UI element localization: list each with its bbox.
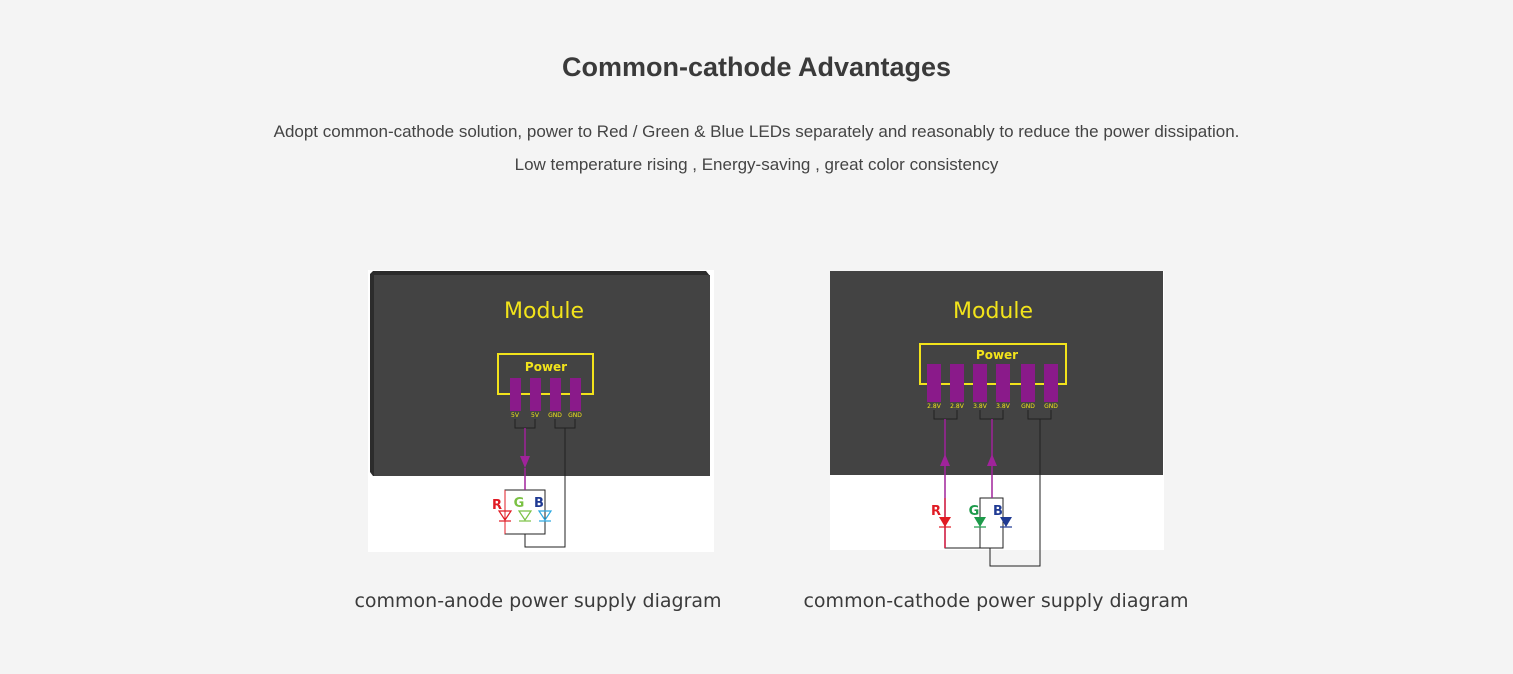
cathode-led-label-r: R bbox=[931, 504, 941, 519]
common-anode-diagram: Module Power 5V 5V GND GND R G B bbox=[366, 268, 716, 554]
cathode-red-led-icon bbox=[939, 517, 951, 527]
anode-pin-2 bbox=[530, 378, 541, 411]
common-cathode-caption: common-cathode power supply diagram bbox=[803, 590, 1189, 612]
anode-pin-4 bbox=[570, 378, 581, 411]
common-cathode-svg: Module Power 2.8V 2.8V 3.8V 3.8V GND GND bbox=[830, 271, 1164, 567]
anode-led-label-g: G bbox=[514, 496, 525, 511]
cathode-pin-label-6: GND bbox=[1044, 403, 1058, 410]
anode-led-label-b: B bbox=[534, 496, 544, 511]
cathode-green-led-icon bbox=[974, 517, 986, 527]
cathode-pin-1 bbox=[927, 364, 941, 402]
anode-pin-label-1: 5V bbox=[511, 412, 520, 419]
anode-blue-led-icon bbox=[537, 510, 553, 522]
cathode-pin-6 bbox=[1044, 364, 1058, 402]
anode-power-box bbox=[497, 353, 594, 395]
cathode-pin-3 bbox=[973, 364, 987, 402]
common-anode-svg: Module Power 5V 5V GND GND R G B bbox=[368, 270, 714, 552]
anode-power-label: Power bbox=[525, 360, 567, 374]
cathode-gb-arrow-head bbox=[987, 454, 997, 466]
anode-pin-3 bbox=[550, 378, 561, 411]
cathode-pin-label-5: GND bbox=[1021, 403, 1035, 410]
cathode-led-label-b: B bbox=[993, 504, 1003, 519]
anode-pin-label-2: 5V bbox=[531, 412, 540, 419]
cathode-led-label-g: G bbox=[969, 504, 980, 519]
anode-green-led-icon bbox=[517, 510, 533, 522]
anode-pin-1 bbox=[510, 378, 521, 411]
cathode-pin-4 bbox=[996, 364, 1010, 402]
cathode-red-arrow-head bbox=[940, 454, 950, 466]
cathode-module-label: Module bbox=[953, 299, 1033, 324]
cathode-power-box bbox=[919, 343, 1067, 385]
anode-red-led-icon bbox=[497, 510, 513, 522]
cathode-pin-5 bbox=[1021, 364, 1035, 402]
common-cathode-diagram: Module Power 2.8V 2.8V 3.8V 3.8V GND GND bbox=[828, 268, 1166, 570]
anode-module-label: Module bbox=[504, 299, 584, 324]
cathode-blue-led-icon bbox=[1000, 517, 1012, 527]
anode-pin-label-3: GND bbox=[548, 412, 562, 419]
cathode-pin-label-4: 3.8V bbox=[996, 403, 1011, 410]
common-anode-caption: common-anode power supply diagram bbox=[354, 590, 722, 612]
section-title: Common-cathode Advantages bbox=[561, 52, 952, 82]
cathode-pin-label-1: 2.8V bbox=[927, 403, 942, 410]
description-line-1: Adopt common-cathode solution, power to … bbox=[273, 122, 1240, 141]
anode-power-arrow-head bbox=[520, 456, 530, 468]
description-line-2: Low temperature rising , Energy-saving ,… bbox=[514, 155, 999, 174]
cathode-power-label: Power bbox=[976, 348, 1018, 362]
cathode-pin-label-2: 2.8V bbox=[950, 403, 965, 410]
anode-pin-label-4: GND bbox=[568, 412, 582, 419]
cathode-pin-2 bbox=[950, 364, 964, 402]
anode-module-board bbox=[374, 275, 710, 476]
cathode-pin-label-3: 3.8V bbox=[973, 403, 988, 410]
anode-led-label-r: R bbox=[492, 498, 502, 513]
